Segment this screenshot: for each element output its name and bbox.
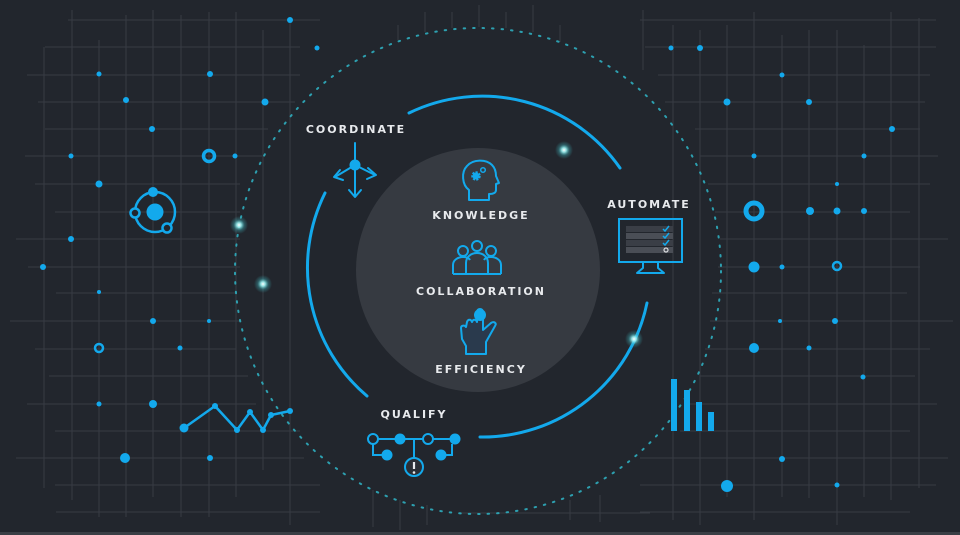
bottom-edge	[0, 532, 960, 535]
team-people-icon	[452, 240, 502, 275]
bar-chart-icon	[671, 379, 714, 431]
sparkline-icon	[179, 403, 293, 433]
stage-label-automate: AUTOMATE	[607, 198, 691, 211]
stage-label-qualify: QUALIFY	[380, 408, 448, 421]
core-label-efficiency: EFFICIENCY	[435, 363, 527, 376]
left-ring-markers	[93, 148, 217, 354]
flow-tree-alert-icon	[367, 433, 461, 477]
hand-pointer-icon	[460, 308, 497, 355]
node-arrows-icon	[333, 142, 377, 198]
orbit-atom-icon	[129, 187, 177, 234]
arc-left	[305, 191, 369, 398]
monitor-checklist-icon	[618, 218, 683, 274]
dotted-orbit-ring	[234, 27, 722, 515]
stage-label-coordinate: COORDINATE	[305, 123, 407, 136]
center-grid-ticks	[372, 5, 650, 530]
right-dots	[668, 45, 895, 492]
center-circle	[356, 148, 600, 392]
glow-sparkles	[230, 141, 643, 348]
right-ring-markers	[743, 200, 843, 272]
left-grid	[10, 10, 320, 525]
head-gears-icon	[462, 159, 500, 201]
arc-top	[407, 94, 622, 170]
core-label-knowledge: KNOWLEDGE	[432, 209, 530, 222]
right-grid	[640, 10, 953, 525]
left-dots	[40, 17, 320, 463]
core-label-collaboration: COLLABORATION	[416, 285, 546, 298]
